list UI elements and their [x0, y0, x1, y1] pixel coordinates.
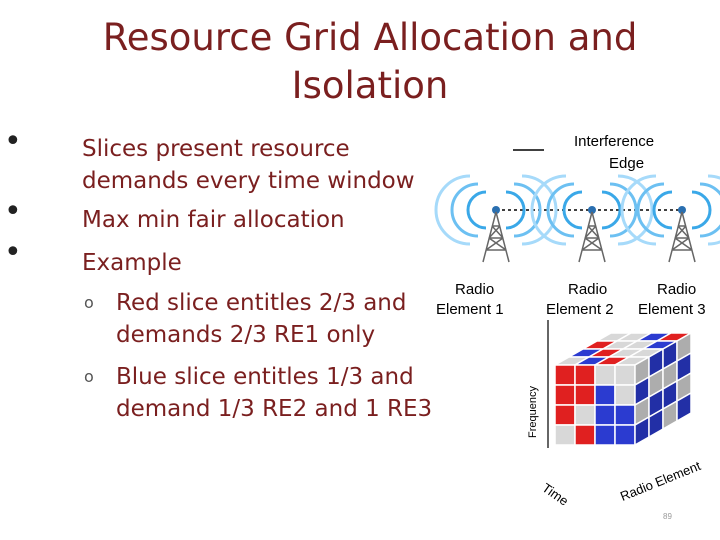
legend-label-line-2: Edge — [609, 155, 645, 172]
bullet-dot: • — [4, 194, 22, 229]
sub-bullet-marker: o — [84, 367, 94, 386]
sub-bullet-marker: o — [84, 293, 94, 312]
cube-front-block — [574, 424, 596, 446]
bullet-2: Max min fair allocation — [82, 207, 345, 233]
radio-tower-icon — [530, 174, 654, 263]
cube-front-block — [594, 424, 616, 446]
legend-label-line-1: Interference — [574, 133, 655, 150]
radio-element-2-line-1: Radio — [568, 281, 608, 298]
bullet-dot: • — [4, 124, 22, 159]
cube-front-block — [614, 404, 636, 426]
page-number: 89 — [663, 512, 672, 521]
radio-element-2-line-2: Element 2 — [546, 301, 614, 318]
cube-front-block — [554, 364, 576, 386]
radio-element-3-line-1: Radio — [657, 281, 697, 298]
cube-front-block — [574, 384, 596, 406]
cube-front-block — [594, 404, 616, 426]
cube-front-block — [574, 404, 596, 426]
bullet-1-line-2: demands every time window — [82, 168, 415, 194]
cube-front-block — [554, 384, 576, 406]
radio-tower-icon — [620, 174, 720, 263]
frequency-axis-label: Frequency — [527, 386, 539, 438]
cube-front-block — [614, 364, 636, 386]
radio-tower-icon — [434, 174, 558, 263]
cube-front-block — [554, 424, 576, 446]
cube-front-block — [614, 424, 636, 446]
cube-front-block — [574, 364, 596, 386]
cube-front-block — [594, 364, 616, 386]
slide-title: Resource Grid Allocation and Isolation — [102, 16, 638, 107]
cube-front-block — [554, 404, 576, 426]
radio-element-3-line-2: Element 3 — [638, 301, 706, 318]
cube-side-block — [676, 391, 692, 423]
resource-grid-cube — [552, 331, 694, 447]
bullet-3: Example — [82, 250, 182, 276]
cube-front-block — [594, 384, 616, 406]
radio-element-1-line-2: Element 1 — [436, 301, 504, 318]
radio-element-1-line-1: Radio — [455, 281, 495, 298]
bullet-1-line-1: Slices present resource — [82, 136, 350, 162]
cube-front-block — [614, 384, 636, 406]
sub-bullet-1-line-2: demands 2/3 RE1 only — [116, 322, 376, 348]
sub-bullet-2-line-2: demand 1/3 RE2 and 1 RE3 — [116, 396, 433, 422]
sub-bullet-2-line-1: Blue slice entitles 1/3 and — [116, 364, 414, 390]
bullet-dot: • — [4, 235, 22, 270]
sub-bullet-1-line-1: Red slice entitles 2/3 and — [116, 290, 407, 316]
